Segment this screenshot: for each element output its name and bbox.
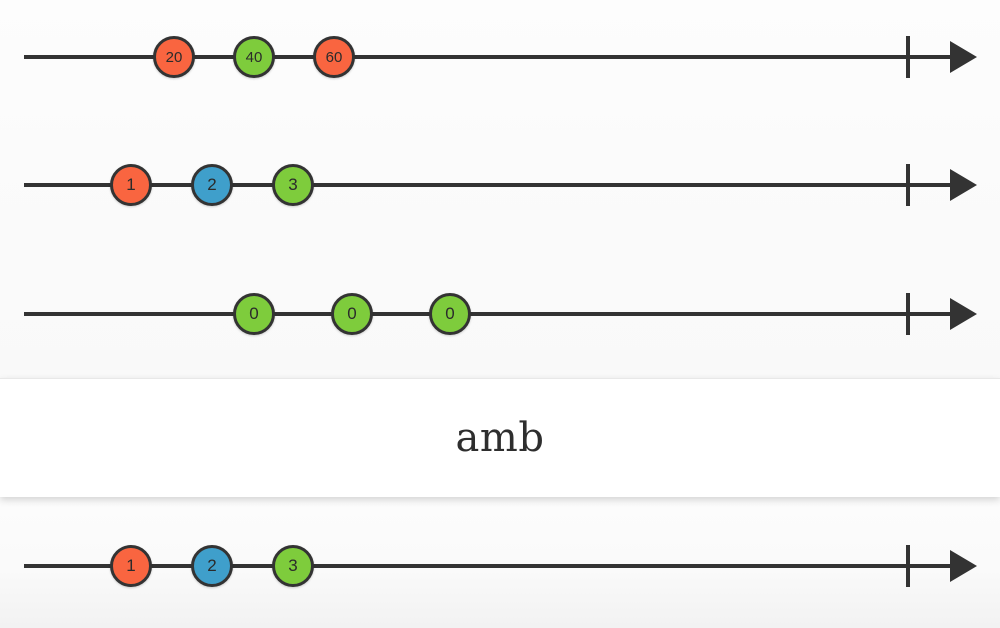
input-stream-2: 1 2 3 — [0, 153, 1000, 217]
marble[interactable]: 40 — [233, 36, 275, 78]
marble[interactable]: 60 — [313, 36, 355, 78]
arrow-head-icon — [950, 550, 977, 582]
operator-label: amb — [455, 415, 545, 461]
marble[interactable]: 0 — [331, 293, 373, 335]
marble[interactable]: 2 — [191, 164, 233, 206]
marble[interactable]: 0 — [233, 293, 275, 335]
input-stream-3: 0 0 0 — [0, 282, 1000, 346]
timeline-axis-1 — [24, 36, 977, 78]
arrow-head-icon — [950, 41, 977, 73]
arrow-head-icon — [950, 298, 977, 330]
marble[interactable]: 3 — [272, 545, 314, 587]
marble[interactable]: 1 — [110, 545, 152, 587]
input-stream-1: 20 40 60 — [0, 25, 1000, 89]
marble[interactable]: 3 — [272, 164, 314, 206]
marble[interactable]: 20 — [153, 36, 195, 78]
output-stream: 1 2 3 — [0, 534, 1000, 598]
timeline-axis-output — [24, 545, 977, 587]
marble[interactable]: 1 — [110, 164, 152, 206]
operator-panel: amb — [0, 378, 1000, 497]
marble[interactable]: 2 — [191, 545, 233, 587]
arrow-head-icon — [950, 169, 977, 201]
timeline-axis-2 — [24, 164, 977, 206]
marble[interactable]: 0 — [429, 293, 471, 335]
timeline-axis-3 — [24, 293, 977, 335]
